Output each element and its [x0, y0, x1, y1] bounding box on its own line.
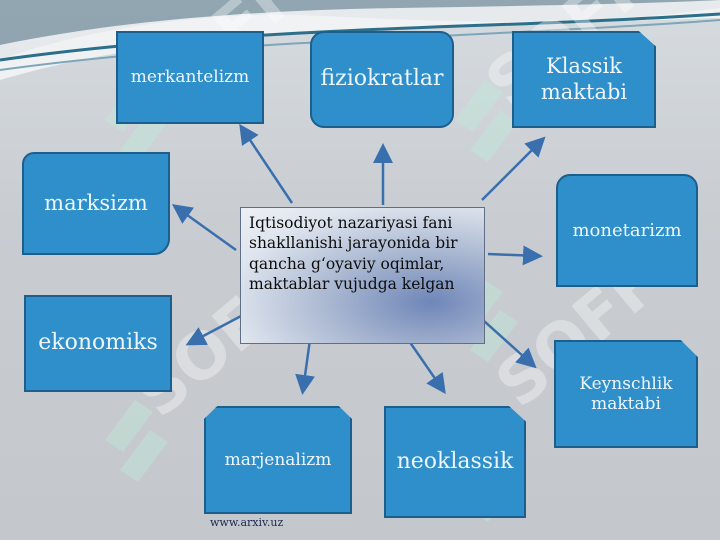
node-marjenalizm-label: marjenalizm	[224, 449, 332, 470]
node-neoklassik: neoklassik	[384, 406, 526, 518]
node-monetarizm: monetarizm	[556, 174, 698, 287]
node-ekonomiks-label: ekonomiks	[38, 330, 158, 356]
node-merkantelizm-label: merkantelizm	[130, 67, 250, 88]
center-box: Iqtisodiyot nazariyasi fani shakllanishi…	[240, 207, 485, 344]
arrow-to-klassik	[481, 136, 546, 201]
node-neoklassik-label: neoklassik	[396, 448, 514, 474]
node-marjenalizm: marjenalizm	[204, 406, 352, 514]
node-marksizm: marksizm	[22, 152, 170, 255]
node-marksizm-label: marksizm	[44, 190, 148, 215]
arrow-to-marksizm	[171, 204, 237, 252]
node-merkantelizm: merkantelizm	[116, 31, 264, 124]
node-klassik-label: Klassik maktabi	[540, 54, 628, 104]
node-ekonomiks: ekonomiks	[24, 295, 172, 392]
footer-url: www.arxiv.uz	[210, 516, 284, 529]
arrow-to-merkantelizm	[239, 123, 294, 204]
node-keynschlik: Keynschlik maktabi	[554, 340, 698, 448]
center-text: Iqtisodiyot nazariyasi fani shakllanishi…	[249, 214, 458, 294]
node-keynschlik-label: Keynschlik maktabi	[579, 373, 673, 414]
arrow-to-ekonomiks	[185, 313, 244, 346]
node-fiziokratlar: fiziokratlar	[310, 31, 454, 128]
node-fiziokratlar-label: fiziokratlar	[320, 66, 444, 92]
node-monetarizm-label: monetarizm	[572, 219, 682, 241]
node-klassik: Klassik maktabi	[512, 31, 656, 128]
arrow-to-monetarizm	[487, 245, 543, 266]
